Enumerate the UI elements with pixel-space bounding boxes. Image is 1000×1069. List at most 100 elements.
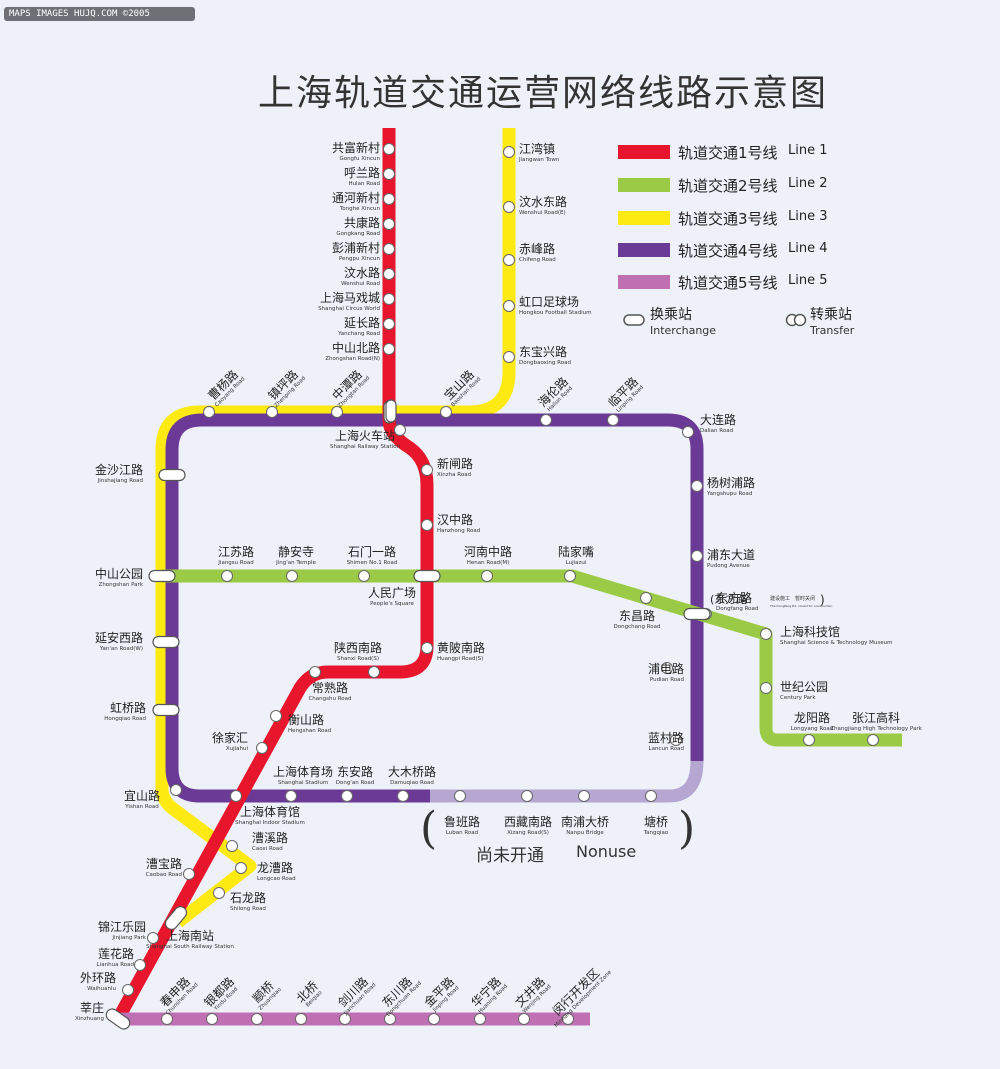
station-name-zh: 漕溪路 bbox=[252, 830, 288, 845]
station-marker bbox=[397, 790, 409, 802]
station-name-en: Jinshajiang Road bbox=[97, 478, 143, 484]
station-marker bbox=[170, 784, 182, 796]
station-name-en: Henan Road(M) bbox=[467, 560, 509, 566]
station-name-en: Lancun Road bbox=[649, 746, 684, 752]
station-name-en: Longcao Road bbox=[257, 876, 296, 882]
station-marker bbox=[206, 1013, 218, 1025]
line5-swatch bbox=[618, 275, 670, 289]
station-name-en: Yangshupu Road bbox=[706, 491, 752, 497]
station-marker bbox=[161, 1013, 173, 1025]
station-marker bbox=[256, 742, 268, 754]
station-name-en: People's Square bbox=[370, 601, 414, 607]
station-name-zh: 延长路 bbox=[344, 315, 380, 330]
station-marker bbox=[226, 840, 238, 852]
station-name-en: Tangqiao bbox=[643, 830, 669, 836]
interchange-marker bbox=[152, 635, 180, 649]
station-name-zh: 蓝村路 bbox=[648, 730, 684, 745]
line4-unopened-route bbox=[430, 760, 704, 803]
station-name-en: Shanghai Circus World bbox=[318, 306, 380, 312]
station-marker bbox=[221, 570, 233, 582]
station-name-en: Hengshan Road bbox=[288, 728, 331, 734]
station-name-zh: 大连路 bbox=[700, 412, 736, 427]
station-marker bbox=[503, 201, 515, 213]
legend-line2-zh: 轨道交通2号线 bbox=[678, 177, 778, 195]
line1-swatch bbox=[618, 145, 670, 159]
station-marker bbox=[421, 642, 433, 654]
station-marker bbox=[454, 790, 466, 802]
station-name-zh: 彭浦新村 bbox=[332, 240, 380, 255]
station-name-zh: 漕宝路 bbox=[146, 856, 182, 871]
station-marker bbox=[331, 406, 343, 418]
station-name-en: Dongbaoxing Road bbox=[519, 360, 571, 366]
station-name-en: Longyang Road bbox=[791, 726, 833, 732]
station-marker bbox=[564, 570, 576, 582]
station-marker bbox=[122, 984, 134, 996]
dongfang-note-open: (东方路 bbox=[710, 592, 747, 606]
legend-line5-zh: 轨道交通5号线 bbox=[678, 274, 778, 292]
station-name-en: Lianhua Road bbox=[97, 962, 134, 968]
dongfang-note: (东方路 建设施工 暂时关闭 The Dongfang Rd. closed f… bbox=[710, 592, 832, 608]
station-marker bbox=[339, 1013, 351, 1025]
station-name-zh: 中山公园 bbox=[95, 566, 143, 581]
station-marker bbox=[691, 550, 703, 562]
station-marker bbox=[203, 406, 215, 418]
interchange-marker bbox=[385, 399, 397, 423]
station-marker bbox=[503, 351, 515, 363]
station-name-zh: 人民广场 bbox=[368, 586, 416, 600]
station-name-en: Hanzhong Road bbox=[437, 528, 480, 534]
station-name-en: Zhangjiang High Technology Park bbox=[830, 726, 922, 732]
station-name-zh: 陕西南路 bbox=[334, 640, 382, 655]
station-marker bbox=[383, 143, 395, 155]
station-name-zh: 东安路 bbox=[337, 764, 373, 779]
station-name-en: Dongfang Road bbox=[716, 606, 758, 612]
station-name-en: Yan'an Road(W) bbox=[99, 646, 143, 652]
line4-swatch bbox=[618, 243, 670, 257]
nonuse-zh: 尚未开通 bbox=[476, 846, 544, 866]
station-name-en: Shanghai Railway Station bbox=[330, 444, 401, 450]
station-name-en: Huangpi Road(S) bbox=[437, 656, 483, 662]
station-marker bbox=[134, 959, 146, 971]
station-marker bbox=[383, 193, 395, 205]
station-name-zh: 南浦大桥 bbox=[561, 814, 609, 829]
station-name-zh: 河南中路 bbox=[464, 544, 512, 559]
station-name-en: Xinzha Road bbox=[437, 472, 471, 478]
station-name-en: Pudian Road bbox=[650, 677, 684, 683]
station-marker bbox=[521, 790, 533, 802]
interchange-marker bbox=[164, 906, 188, 930]
station-name-zh: 赤峰路 bbox=[519, 241, 555, 256]
station-name-zh: 江湾镇 bbox=[519, 141, 555, 156]
station-name-en: Shanghai Stadium bbox=[278, 780, 328, 786]
station-name-zh: 上海科技馆 bbox=[780, 624, 840, 639]
station-marker bbox=[867, 734, 879, 746]
station-marker bbox=[562, 1013, 574, 1025]
station-name-zh: 汶水东路 bbox=[519, 194, 567, 209]
